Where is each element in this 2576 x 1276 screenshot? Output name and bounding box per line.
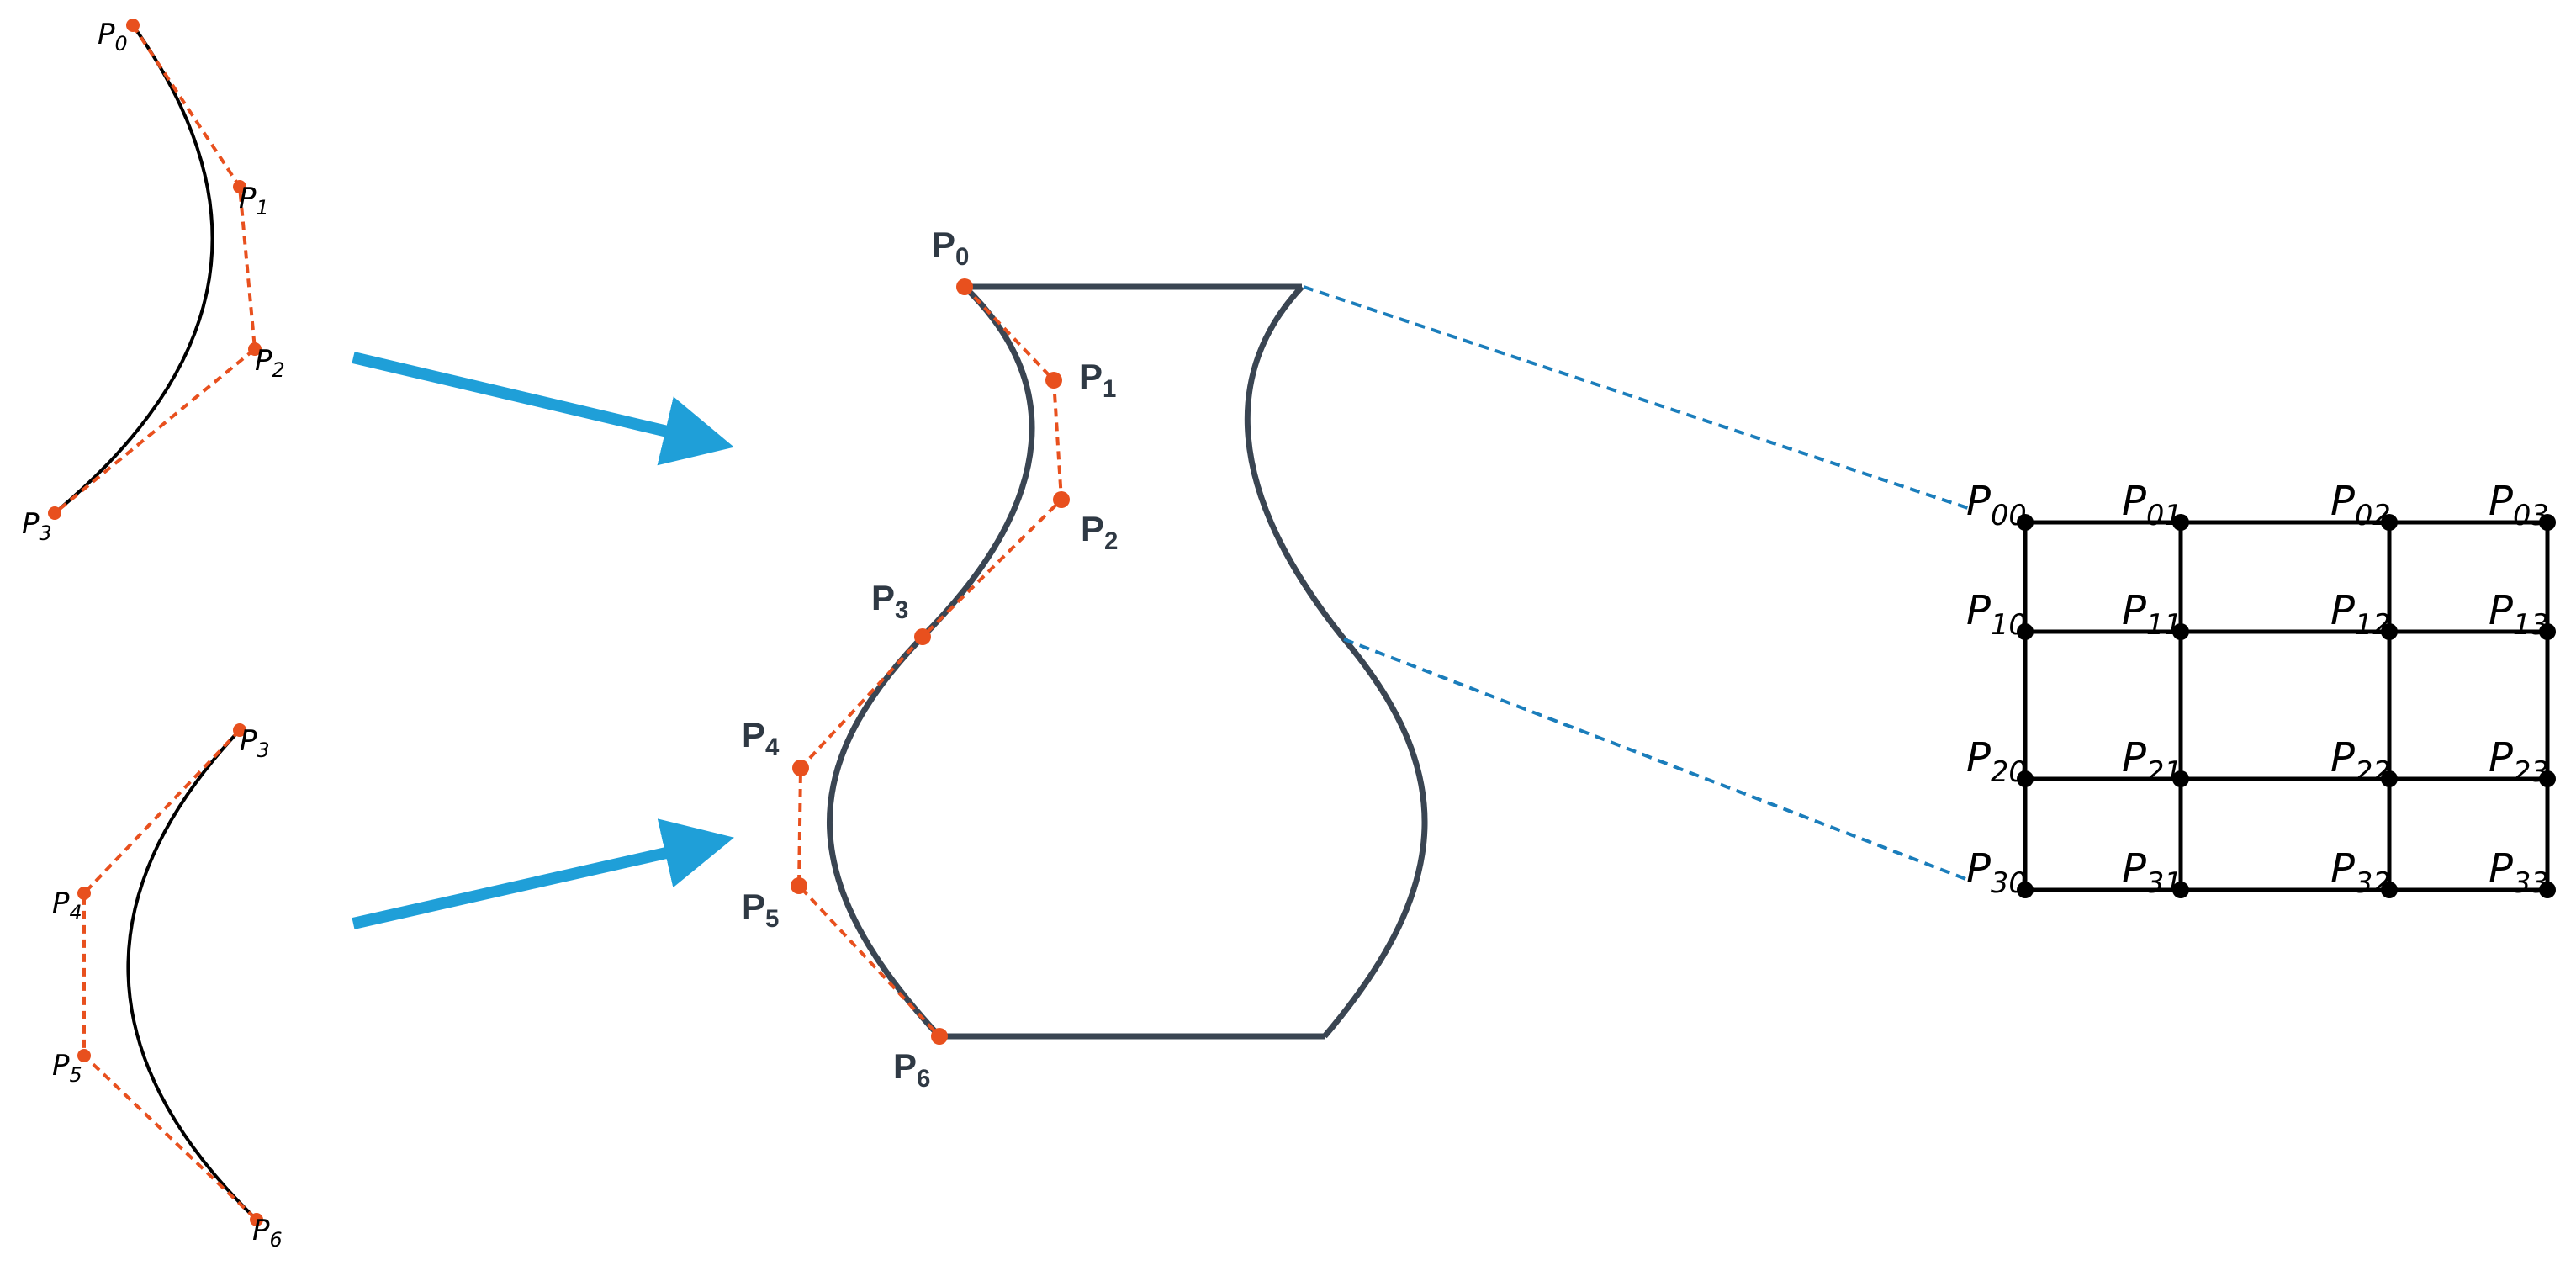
top-control-polygon	[53, 24, 257, 515]
bottom-control-point-p3	[233, 723, 246, 737]
top-label-p3: P3	[22, 507, 52, 545]
vase-upper-control-polygon	[921, 285, 1064, 638]
grid-point-p31	[2172, 882, 2189, 898]
grid-point-p13	[2539, 623, 2556, 640]
vase-label-p0: P0	[932, 225, 969, 271]
grid-label-p23: P23	[2489, 734, 2549, 788]
bottom-label-p5: P5	[52, 1049, 82, 1087]
grid-label-p13: P13	[2489, 587, 2549, 641]
grid-point-p01	[2172, 514, 2189, 531]
vase-label-p5: P5	[742, 887, 779, 933]
grid-label-p01: P01	[2122, 478, 2182, 532]
bottom-control-polygon	[82, 728, 258, 1221]
grid-label-p00: P00	[1966, 478, 2027, 532]
grid-label-p02: P02	[2330, 478, 2391, 532]
vase-label-p1: P1	[1079, 357, 1116, 403]
grid-label-p10: P10	[1966, 587, 2027, 641]
bottom-label-p6: P6	[252, 1214, 283, 1252]
control-point-grid: P00 P01 P02 P03 P10 P11 P12 P13 P20 P21 …	[1966, 478, 2556, 899]
grid-label-p20: P20	[1966, 734, 2027, 788]
bottom-label-p3: P3	[240, 724, 270, 762]
grid-label-p33: P33	[2489, 845, 2549, 899]
grid-point-p33	[2539, 882, 2556, 898]
top-arrow	[352, 352, 734, 466]
top-curve-path	[53, 24, 214, 515]
grid-point-p22	[2381, 770, 2398, 787]
grid-label-p11: P11	[2122, 587, 2182, 641]
grid-point-p12	[2381, 623, 2398, 640]
vase-label-p4: P4	[742, 715, 780, 761]
vase-label-p3: P3	[871, 578, 908, 624]
top-label-p0: P0	[98, 18, 128, 56]
top-control-point-p0	[126, 19, 140, 32]
grid-point-p30	[2017, 882, 2034, 898]
vase-label-p6: P6	[893, 1046, 930, 1093]
top-label-p2: P2	[255, 344, 285, 382]
grid-label-p12: P12	[2330, 587, 2391, 641]
grid-label-p21: P21	[2122, 734, 2182, 788]
vase-control-point-p4	[792, 760, 809, 776]
top-bezier-curve: P0 P1 P2 P3	[22, 18, 285, 545]
top-label-p1: P1	[239, 182, 269, 220]
vase-control-point-p3	[914, 628, 931, 645]
grid-label-p31: P31	[2122, 845, 2182, 899]
bottom-control-point-p5	[77, 1049, 91, 1062]
vase-lower-control-polygon	[796, 635, 941, 1038]
grid-point-p00	[2017, 514, 2034, 531]
grid-point-p23	[2539, 770, 2556, 787]
vase-profile: P0 P1 P2 P3 P4 P5 P6	[742, 225, 1428, 1093]
guide-line-top	[1303, 285, 1969, 510]
bottom-control-point-p6	[250, 1213, 263, 1226]
bottom-curve-path	[126, 728, 258, 1221]
vase-control-point-p2	[1053, 491, 1070, 508]
grid-point-p02	[2381, 514, 2398, 531]
grid-label-p03: P03	[2489, 478, 2549, 532]
grid-point-p11	[2172, 623, 2189, 640]
vase-right-profile	[1244, 284, 1428, 1039]
grid-point-p32	[2381, 882, 2398, 898]
grid-point-p10	[2017, 623, 2034, 640]
top-control-point-p1	[233, 180, 246, 193]
bottom-label-p4: P4	[52, 887, 82, 924]
grid-label-p30: P30	[1966, 845, 2027, 899]
vase-control-point-p6	[931, 1028, 948, 1045]
vase-control-point-p5	[791, 877, 807, 894]
guide-line-bottom	[1343, 638, 1969, 882]
grid-point-p03	[2539, 514, 2556, 531]
grid-label-p22: P22	[2330, 734, 2391, 788]
bottom-control-point-p4	[77, 887, 91, 900]
vase-control-point-p1	[1045, 372, 1062, 389]
vase-control-point-p0	[956, 278, 973, 295]
bottom-bezier-curve: P3 P4 P5 P6	[52, 723, 283, 1252]
bottom-arrow	[352, 818, 734, 929]
top-control-point-p2	[248, 342, 262, 356]
vase-left-profile	[826, 284, 1035, 1039]
top-control-point-p3	[48, 506, 61, 520]
grid-point-p20	[2017, 770, 2034, 787]
vase-label-p2: P2	[1081, 509, 1118, 555]
grid-label-p32: P32	[2330, 845, 2391, 899]
grid-point-p21	[2172, 770, 2189, 787]
